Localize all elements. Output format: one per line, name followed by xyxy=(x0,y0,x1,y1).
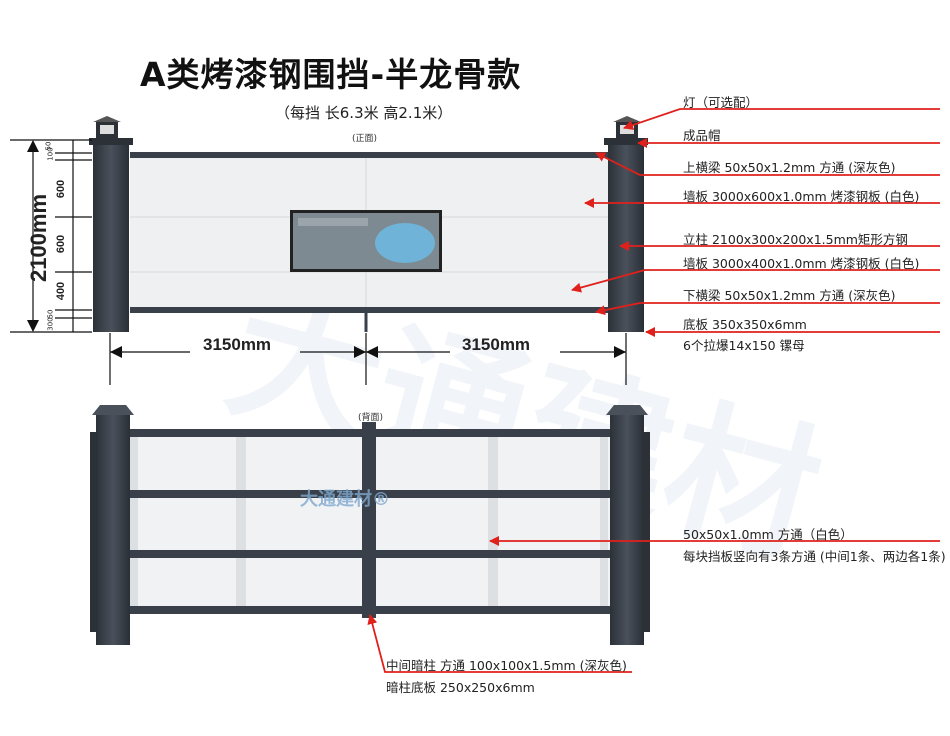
width-left-label: 3150mm xyxy=(203,335,272,354)
callout-arrows xyxy=(367,108,940,673)
callout-tube-note: 每块挡板竖向有3条方通 (中间1条、两边各1条) xyxy=(683,549,946,564)
callout-base-plate: 底板 350x350x6mm xyxy=(683,317,807,332)
width-right-label: 3150mm xyxy=(462,335,531,354)
segment-100: 100 xyxy=(46,147,55,161)
front-view-label: (正面) xyxy=(352,134,378,144)
callout-anchor-bolts: 6个拉爆14x150 镙母 xyxy=(683,338,805,353)
front-view xyxy=(89,116,648,332)
callout-top-rail: 上横梁 50x50x1.2mm 方通 (深灰色) xyxy=(683,160,896,175)
back-view-label: (背面) xyxy=(358,413,384,423)
height-label: 2100mm xyxy=(26,193,52,283)
callout-panel-600: 墙板 3000x600x1.0mm 烤漆钢板 (白色) xyxy=(683,189,920,204)
callout-white-tube: 50x50x1.0mm 方通（白色） xyxy=(683,527,853,542)
callout-lamp: 灯（可选配） xyxy=(683,95,759,110)
callout-post: 立柱 2100x300x200x1.5mm矩形方钢 xyxy=(683,232,908,247)
width-dimension xyxy=(109,333,627,385)
top-rail xyxy=(130,152,608,158)
callout-hidden-post-plate: 暗柱底板 250x250x6mm xyxy=(386,680,535,695)
callout-bottom-rail: 下横梁 50x50x1.2mm 方通 (深灰色) xyxy=(683,288,896,303)
callout-hidden-post: 中间暗柱 方通 100x100x1.5mm (深灰色) xyxy=(386,658,627,673)
bottom-rail xyxy=(130,307,608,313)
back-view xyxy=(90,405,650,645)
segment-400: 400 xyxy=(55,281,68,301)
subtitle: （每挡 长6.3米 高2.1米） xyxy=(275,104,453,122)
height-dimension xyxy=(10,139,92,333)
segment-600-top: 600 xyxy=(55,179,68,199)
callout-panel-400: 墙板 3000x400x1.0mm 烤漆钢板 (白色) xyxy=(683,256,920,271)
middle-hidden-post xyxy=(362,422,376,618)
callout-cap: 成品帽 xyxy=(683,128,721,143)
page-title: A类烤漆钢围挡-半龙骨款 xyxy=(140,55,522,94)
back-left-post xyxy=(96,415,130,645)
back-right-post xyxy=(610,415,644,645)
left-post xyxy=(93,140,129,332)
right-post xyxy=(608,140,644,332)
segment-300: 300 xyxy=(46,317,55,331)
segment-600-mid: 600 xyxy=(55,234,68,254)
brand-logo: 大通建材® xyxy=(300,489,390,510)
